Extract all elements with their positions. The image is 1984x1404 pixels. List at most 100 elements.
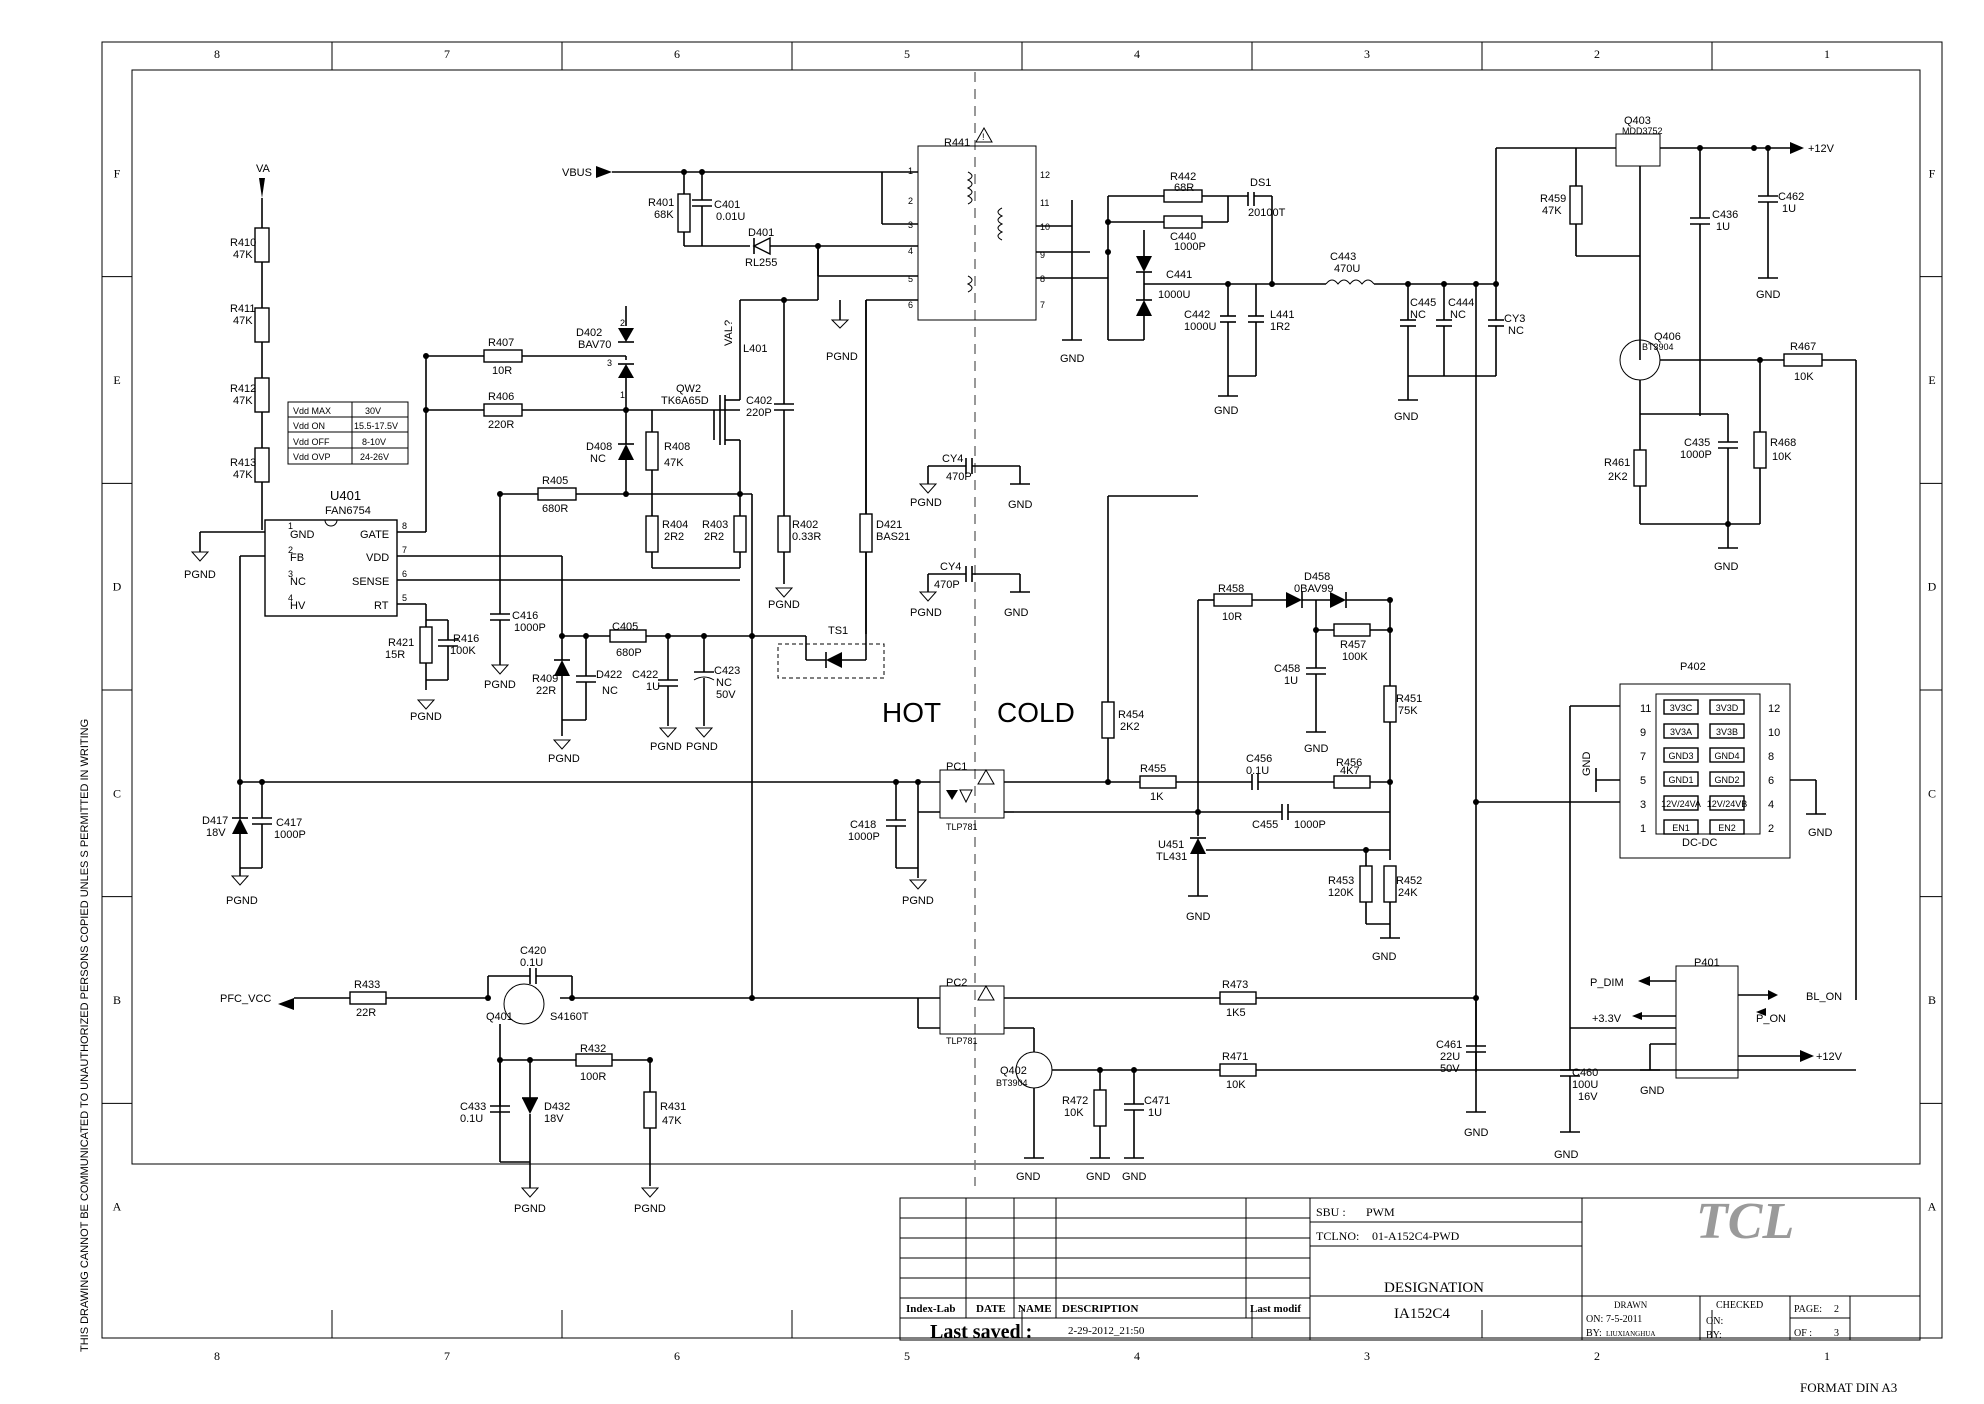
svg-text:GND: GND — [290, 529, 315, 541]
format-label: FORMAT DIN A3 — [1800, 1380, 1897, 1395]
svg-text:NC: NC — [1450, 309, 1466, 321]
svg-text:PGND: PGND — [634, 1203, 666, 1215]
svg-text:1000P: 1000P — [1680, 449, 1712, 461]
svg-text:PGND: PGND — [650, 741, 682, 753]
column-label-top: 4 — [1134, 47, 1140, 61]
svg-text:R461: R461 — [1604, 457, 1630, 469]
svg-text:TK6A65D: TK6A65D — [661, 395, 709, 407]
svg-text:4: 4 — [908, 246, 913, 256]
p402-pin-number: 9 — [1640, 727, 1646, 739]
svg-text:MDD3752: MDD3752 — [1622, 126, 1663, 136]
svg-text:PC1: PC1 — [946, 761, 967, 773]
svg-text:R408: R408 — [664, 441, 690, 453]
svg-text:BL_ON: BL_ON — [1806, 991, 1842, 1003]
svg-text:C418: C418 — [850, 819, 876, 831]
svg-text:11: 11 — [1040, 198, 1049, 208]
svg-text:Index-Lab: Index-Lab — [906, 1303, 956, 1315]
svg-text:GND: GND — [1304, 743, 1329, 755]
svg-text:P_ON: P_ON — [1756, 1013, 1786, 1025]
svg-text:R452: R452 — [1396, 875, 1422, 887]
svg-text:NC: NC — [1508, 325, 1524, 337]
svg-text:C436: C436 — [1712, 209, 1738, 221]
svg-text:100K: 100K — [450, 645, 476, 657]
svg-text:R401: R401 — [648, 197, 674, 209]
column-label-bottom: 8 — [214, 1349, 220, 1363]
svg-text:7: 7 — [1040, 300, 1045, 310]
row-label-right: F — [1929, 166, 1936, 180]
svg-text:7-5-2011: 7-5-2011 — [1606, 1314, 1642, 1325]
svg-text:NC: NC — [590, 453, 606, 465]
resistor-r405 — [537, 487, 577, 501]
svg-text:R456: R456 — [1336, 757, 1362, 769]
svg-text:SBU :: SBU : — [1316, 1205, 1346, 1219]
svg-text:15R: 15R — [385, 649, 405, 661]
svg-text:DRAWN: DRAWN — [1614, 1300, 1648, 1310]
p402-pin-box — [1709, 723, 1745, 739]
p402-pin-number: 6 — [1768, 775, 1774, 787]
svg-text:1U: 1U — [1782, 203, 1796, 215]
svg-text:R406: R406 — [488, 391, 514, 403]
row-label-right: B — [1928, 993, 1936, 1007]
svg-text:Vdd OFF: Vdd OFF — [293, 437, 330, 447]
svg-text:+3.3V: +3.3V — [1592, 1013, 1622, 1025]
svg-text:PGND: PGND — [484, 679, 516, 691]
va-divider: VA R410 47K R411 47K R412 47K R413 47K — [230, 163, 271, 530]
svg-text:1000P: 1000P — [514, 622, 546, 634]
column-label-bottom: 6 — [674, 1349, 680, 1363]
row-label-left: C — [113, 786, 121, 800]
svg-text:CY4: CY4 — [942, 453, 963, 465]
svg-text:C401: C401 — [714, 199, 740, 211]
svg-text:PWM: PWM — [1366, 1205, 1395, 1219]
svg-text:Q401: Q401 — [486, 1011, 513, 1023]
svg-text:R453: R453 — [1328, 875, 1354, 887]
svg-text:1: 1 — [908, 166, 913, 176]
svg-text:GND: GND — [1372, 951, 1397, 963]
svg-text:1: 1 — [620, 390, 625, 400]
svg-text:68K: 68K — [654, 209, 674, 221]
svg-text:PGND: PGND — [910, 497, 942, 509]
svg-text:8-10V: 8-10V — [362, 437, 386, 447]
q403-switch: Q403 MDD3752 +12V R459 47K C436 1U C462 … — [1540, 115, 1857, 1000]
p402-pin-box — [1663, 795, 1699, 811]
p402-pin-name: 3V3A — [1670, 727, 1692, 737]
svg-text:GND: GND — [1808, 827, 1833, 839]
svg-text:U451: U451 — [1158, 839, 1184, 851]
svg-text:R416: R416 — [453, 633, 479, 645]
resistor-r408 — [645, 431, 659, 471]
svg-text:C455: C455 — [1252, 819, 1278, 831]
svg-text:220R: 220R — [488, 419, 514, 431]
svg-text:GND: GND — [1004, 607, 1029, 619]
svg-text:GND: GND — [1464, 1127, 1489, 1139]
p402-pin-box — [1709, 747, 1745, 763]
row-label-left: B — [113, 993, 121, 1007]
svg-text:0BAV99: 0BAV99 — [1294, 583, 1334, 595]
svg-text:C443: C443 — [1330, 251, 1356, 263]
svg-text:1: 1 — [288, 521, 293, 531]
svg-text:PGND: PGND — [184, 569, 216, 581]
svg-text:SENSE: SENSE — [352, 576, 389, 588]
svg-text:470U: 470U — [1334, 263, 1360, 275]
column-label-top: 7 — [444, 47, 450, 61]
svg-text:1K5: 1K5 — [1226, 1007, 1246, 1019]
svg-text:GND: GND — [1554, 1149, 1579, 1161]
svg-text:R468: R468 — [1770, 437, 1796, 449]
svg-text:680R: 680R — [542, 503, 568, 515]
svg-text:24-26V: 24-26V — [360, 452, 389, 462]
p402-pin-number: 11 — [1640, 703, 1651, 715]
svg-text:R442: R442 — [1170, 171, 1196, 183]
connector-p401: P401 P_DIM +3.3V BL_ON P_ON +12V GND C46… — [1554, 957, 1843, 1161]
svg-text:GND: GND — [1016, 1171, 1041, 1183]
outer-frame — [101, 41, 1943, 1339]
svg-text:3: 3 — [288, 569, 293, 579]
svg-text:DC-DC: DC-DC — [1682, 837, 1717, 849]
svg-text:Vdd MAX: Vdd MAX — [293, 406, 331, 416]
svg-text:10K: 10K — [1064, 1107, 1084, 1119]
svg-text:PAGE:: PAGE: — [1794, 1304, 1822, 1315]
svg-text:220P: 220P — [746, 407, 772, 419]
svg-text:12: 12 — [1040, 170, 1050, 180]
cy4-ref: CY4 — [940, 561, 961, 573]
svg-text:C433: C433 — [460, 1101, 486, 1113]
svg-text:D402: D402 — [576, 327, 602, 339]
